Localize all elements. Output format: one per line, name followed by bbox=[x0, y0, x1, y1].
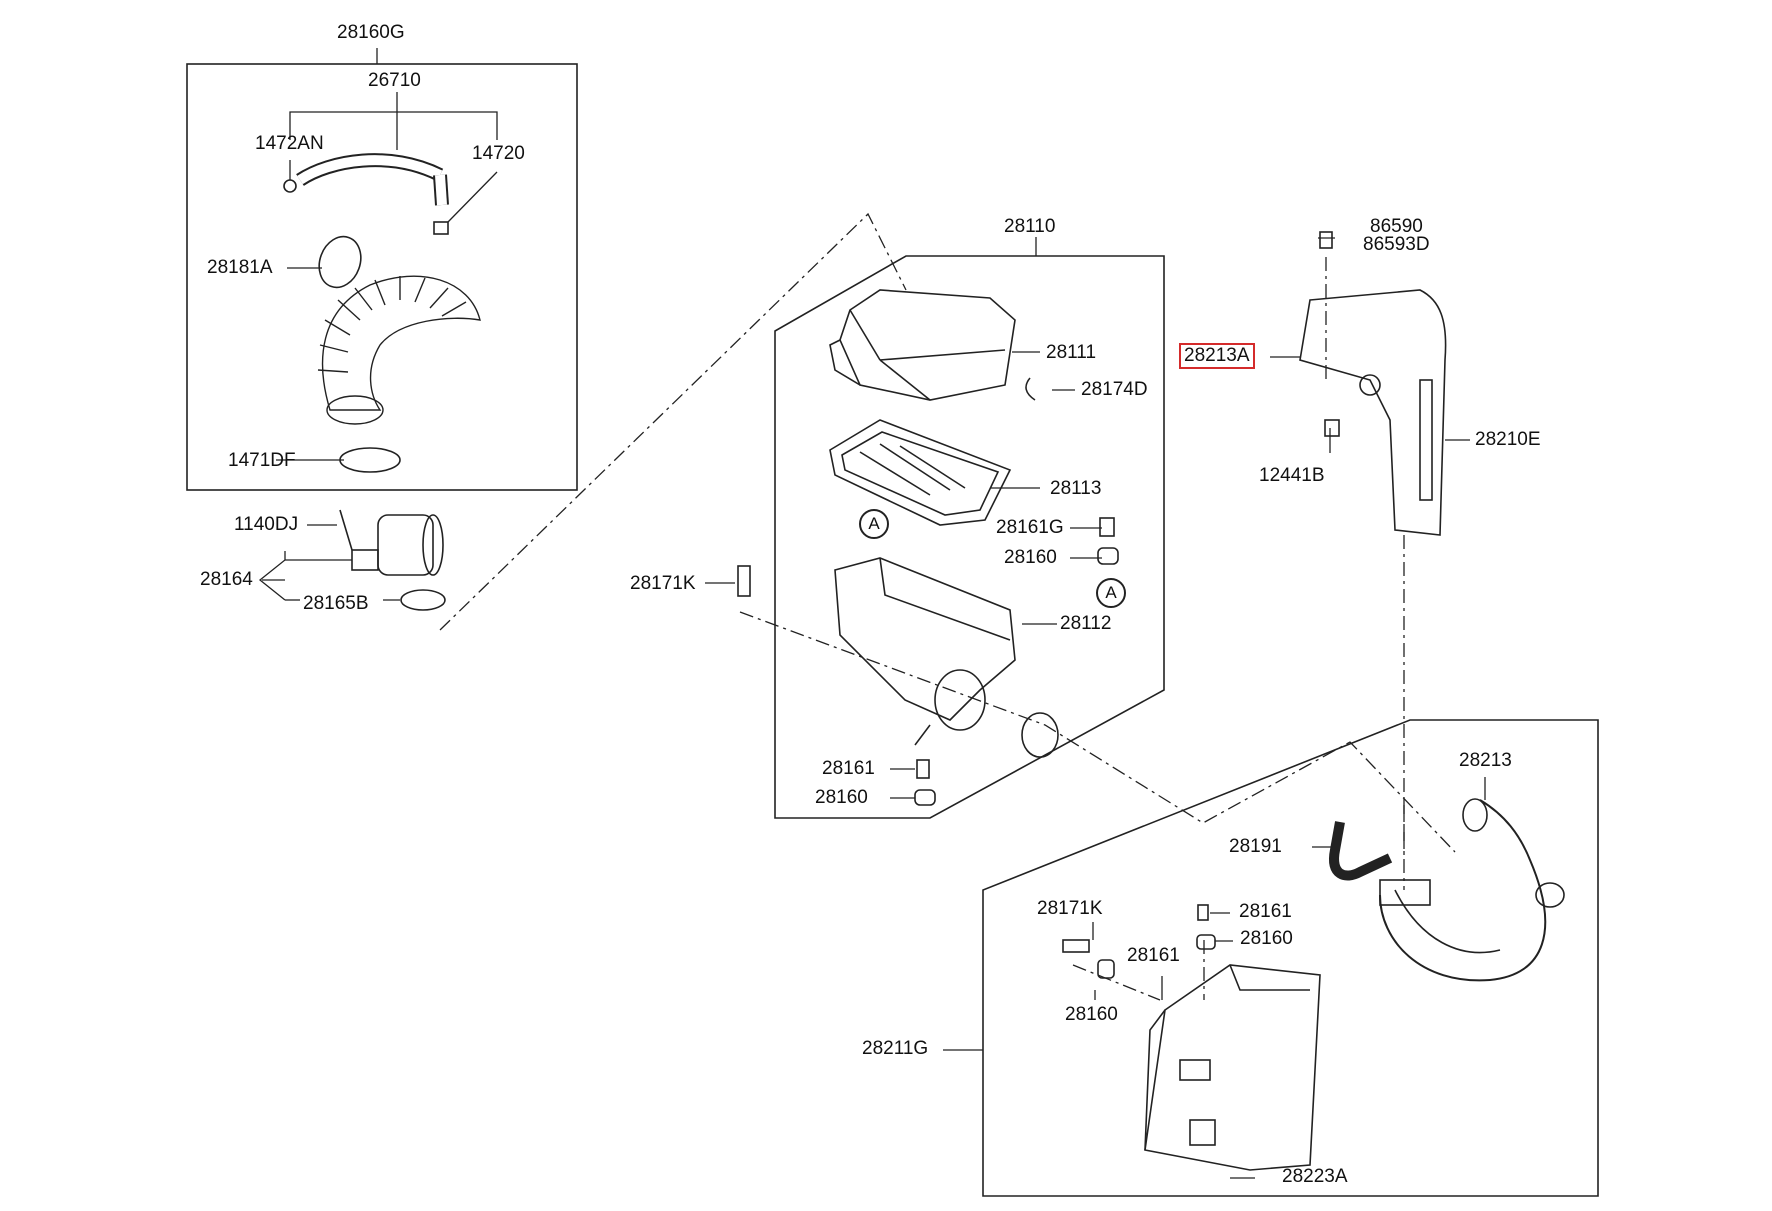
bellows-hose bbox=[317, 275, 481, 425]
label-28161b: 28161 bbox=[1239, 901, 1292, 922]
leader-lines bbox=[258, 48, 1486, 1179]
clamp-1471DF bbox=[339, 447, 401, 473]
label-28211G: 28211G bbox=[862, 1038, 929, 1059]
label-12441B: 12441B bbox=[1259, 465, 1325, 486]
label-26710: 26710 bbox=[368, 70, 421, 91]
dash-dot-lines bbox=[439, 212, 1456, 1001]
label-1472AN: 1472AN bbox=[255, 133, 324, 154]
label-28164: 28164 bbox=[200, 569, 253, 590]
label-28161a: 28161 bbox=[822, 758, 875, 779]
label-28160a: 28160 bbox=[1004, 547, 1057, 568]
grommet-28160c bbox=[1097, 959, 1115, 979]
label-28160d: 28160 bbox=[1240, 928, 1293, 949]
grommet-28161c bbox=[1197, 904, 1209, 921]
label-28213A: 28213A bbox=[1179, 343, 1255, 369]
box-28211G bbox=[982, 719, 1599, 1197]
label-28161c: 28161 bbox=[1127, 945, 1180, 966]
label-28111: 28111 bbox=[1046, 342, 1097, 363]
clip-28174D bbox=[1025, 377, 1036, 401]
label-28160G: 28160G bbox=[337, 22, 405, 43]
label-28113: 28113 bbox=[1050, 478, 1102, 499]
box-28160G bbox=[186, 63, 578, 491]
cover-28111 bbox=[829, 289, 1016, 401]
label-28171K-b: 28171K bbox=[1037, 898, 1103, 919]
label-14720: 14720 bbox=[472, 143, 525, 164]
label-1471DF: 1471DF bbox=[228, 450, 296, 471]
grommet-28161G bbox=[1099, 517, 1115, 537]
label-28223A: 28223A bbox=[1282, 1166, 1348, 1187]
label-1140DJ: 1140DJ bbox=[234, 514, 299, 535]
box-28110 bbox=[774, 255, 1165, 819]
label-28112: 28112 bbox=[1060, 613, 1112, 634]
pipe-28191 bbox=[1329, 821, 1393, 881]
sensor-28164 bbox=[339, 509, 446, 611]
resonator-28211G bbox=[1144, 964, 1321, 1171]
label-28161G: 28161G bbox=[996, 517, 1064, 538]
filter-28113 bbox=[829, 419, 1012, 526]
hose-28213 bbox=[1379, 798, 1565, 982]
grommet-28160d bbox=[1196, 934, 1216, 950]
bolt-28171K bbox=[737, 565, 751, 597]
label-28110: 28110 bbox=[1004, 216, 1056, 237]
label-28160b: 28160 bbox=[815, 787, 868, 808]
clamp-28181A bbox=[318, 235, 362, 289]
marker-a-upper: A bbox=[859, 509, 889, 539]
label-28181A: 28181A bbox=[207, 257, 273, 278]
grommet-28161a bbox=[916, 759, 930, 779]
duct-28210E bbox=[1299, 231, 1447, 536]
label-28174D: 28174D bbox=[1081, 379, 1148, 400]
hose-26710 bbox=[283, 153, 449, 235]
label-28160c: 28160 bbox=[1065, 1004, 1118, 1025]
label-28191: 28191 bbox=[1229, 836, 1282, 857]
bolt-28171Kb bbox=[1062, 939, 1090, 953]
lower-box-28112 bbox=[834, 557, 1059, 758]
label-86593D: 86593D bbox=[1363, 234, 1430, 255]
label-28171K-a: 28171K bbox=[630, 573, 696, 594]
label-28213: 28213 bbox=[1459, 750, 1512, 771]
label-28210E: 28210E bbox=[1475, 429, 1541, 450]
label-28165B: 28165B bbox=[303, 593, 369, 614]
label-86590: 86590 bbox=[1370, 216, 1423, 237]
marker-a-right: A bbox=[1096, 578, 1126, 608]
grommet-28160b bbox=[914, 789, 936, 806]
grommet-28160a bbox=[1097, 547, 1119, 565]
